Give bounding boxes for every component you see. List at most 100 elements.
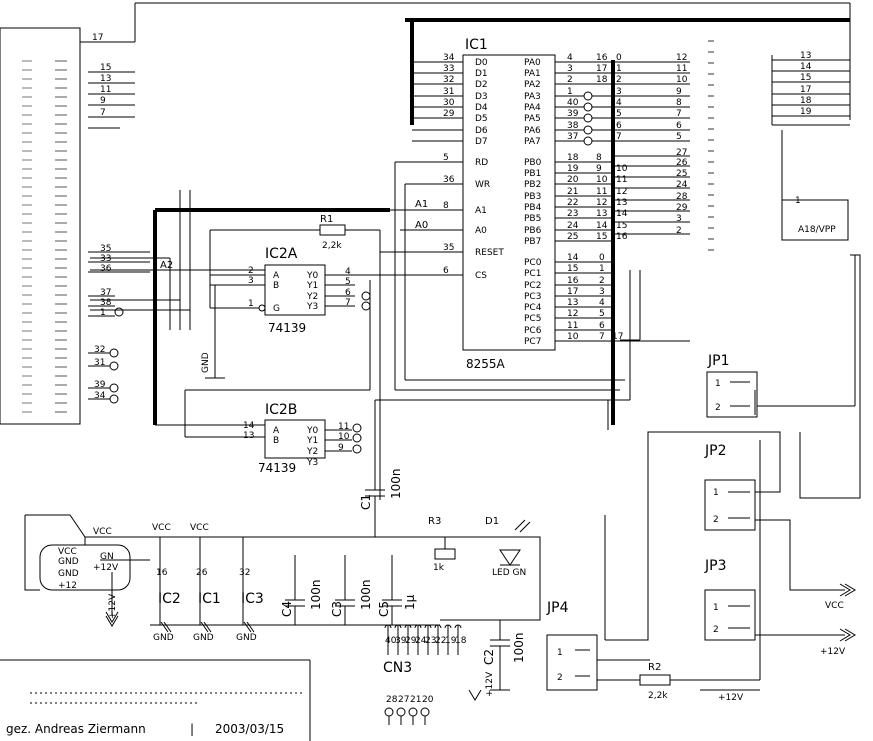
ic1-pin-num-pb4: 22 [567, 198, 578, 208]
d1-value: LED GN [492, 568, 526, 578]
conn-pin-17: 17 [92, 33, 103, 43]
bus-c-in-2: 2 [599, 276, 605, 286]
conn-pin-1: 1 [100, 308, 106, 318]
ic1-pin-num-pa3: 1 [567, 87, 573, 97]
ic2a-out-num-5: 5 [345, 277, 351, 287]
c2-value: 100n [512, 632, 526, 663]
bus-a-out-1: 1 [616, 64, 622, 74]
r1-value: 2,2k [322, 241, 342, 251]
ic1-pin-num-d0: 34 [443, 53, 455, 63]
ic1-pin-num-pb0: 18 [567, 153, 579, 163]
ic1-pin-num-pa1: 3 [567, 64, 573, 74]
vcc-label-1: VCC [93, 527, 112, 537]
c4-value: 100n [309, 579, 323, 610]
jp2-pin1: 1 [713, 488, 719, 498]
jp1-name: JP1 [707, 353, 729, 369]
ic2b-type: 74139 [258, 461, 296, 475]
ic1-pin-num-pb6: 24 [567, 221, 579, 231]
ic1-pin-num-d3: 31 [443, 87, 454, 97]
ic1-pin-num-d5: 29 [443, 109, 455, 119]
bus-b-out-4: 14 [616, 209, 628, 219]
ic1-pin-num-pb7: 25 [567, 232, 578, 242]
bus-a-out-5: 5 [616, 109, 622, 119]
ic1-pin-label-pc4: PC4 [524, 303, 542, 313]
ic1-pin-label-d2: D2 [475, 80, 488, 90]
conn-pin-33: 33 [100, 254, 111, 264]
ic1-pin-label-pc6: PC6 [524, 326, 542, 336]
jp2-name: JP2 [704, 443, 726, 459]
ic1-pin-label-d4: D4 [475, 103, 488, 113]
p12v-label-1: +12V [108, 593, 118, 619]
ic1-pin-label-cs: CS [475, 271, 487, 281]
ic2a-in-num-2: 2 [248, 266, 254, 276]
c5-name: C5 [377, 601, 391, 617]
ic1-pin-label-pa2: PA2 [524, 80, 541, 90]
ic1-pin-num-pb2: 20 [567, 175, 579, 185]
ic-power-gnd-ic1: GND [193, 633, 214, 643]
ic1-pin-label-pa5: PA5 [524, 114, 541, 124]
ic1-pin-num-pa2: 2 [567, 75, 573, 85]
ic2a-in-label-b: B [273, 281, 279, 291]
ic1-pin-num-pa5: 39 [567, 109, 579, 119]
bus-b-in-3: 11 [596, 187, 607, 197]
top-wiring [134, 2, 851, 425]
sig-a2: A2 [160, 260, 173, 271]
bus-a-right-4: 8 [676, 98, 682, 108]
ic1-type: 8255A [466, 357, 506, 371]
ic1-pin-label-wr: WR [475, 180, 490, 190]
c1-name: C1 [359, 494, 373, 510]
bus-b-out-3: 13 [616, 198, 627, 208]
ic1-pin-num-pc4: 13 [567, 298, 578, 308]
ic1-pin-num-pa4: 40 [567, 98, 579, 108]
conn-pin-11: 11 [100, 85, 111, 95]
date: 2003/03/15 [215, 722, 285, 736]
ic1-pin-num-d4: 30 [443, 98, 455, 108]
c1: C1 100n [359, 400, 403, 537]
cn3-top-pin-22: 22 [435, 636, 446, 646]
ic1-pin-num-reset: 35 [443, 243, 454, 253]
ic1-pin-label-pb0: PB0 [524, 158, 542, 168]
ic1-pin-num-pc1: 15 [567, 264, 578, 274]
power-input-right-0: GN [100, 552, 114, 562]
c4-name: C4 [280, 601, 294, 617]
ic2a-in-label-a: A [273, 271, 280, 281]
conn-pin-37: 37 [100, 288, 111, 298]
cn3-top-pin-18: 18 [455, 636, 467, 646]
bus-b-in-1: 9 [596, 164, 602, 174]
bus-b-in-2: 10 [596, 175, 608, 185]
cn3-top-pin-29: 29 [405, 636, 417, 646]
bus-b-right-1: 26 [676, 158, 688, 168]
ic2b-out-label-y2: Y2 [306, 447, 318, 457]
ic2a-name: IC2A [265, 246, 298, 262]
ic1-pin-num-pc3: 17 [567, 287, 578, 297]
ic2a-out-label-y3: Y3 [306, 302, 318, 312]
p12v-label-2: +12V [485, 671, 495, 697]
ic2a-in-num-1: 1 [248, 299, 254, 309]
footer: gez. Andreas Ziermann | 2003/03/15 [0, 714, 310, 741]
ic1-pin-label-pb1: PB1 [524, 169, 541, 179]
jp4-pin2: 2 [557, 673, 563, 683]
bus-b-right-5: 29 [676, 203, 688, 213]
ic-power-name-ic2: IC2 [158, 591, 181, 607]
cn3-bot-pin-20: 20 [422, 695, 434, 705]
bus-b-right-3: 24 [676, 180, 688, 190]
ic-power-name-ic3: IC3 [241, 591, 264, 607]
ic1-pin-label-pb2: PB2 [524, 180, 541, 190]
bus-a-right-7: 5 [676, 132, 682, 142]
bus-b-right-2: 25 [676, 169, 687, 179]
bus-a-right-5: 7 [676, 109, 682, 119]
ic2b-out-num-11: 11 [338, 422, 349, 432]
ic1-pin-label-pc0: PC0 [524, 258, 542, 268]
ic1-pin-label-pa6: PA6 [524, 126, 541, 136]
jp2-pin2: 2 [713, 515, 719, 525]
ic1-pin-num-d2: 32 [443, 75, 454, 85]
r3-value: 1k [433, 563, 445, 573]
conn-pin-31: 31 [94, 358, 105, 368]
ic1-8255a: IC1 8255A D034D133D232D331D430D529D6D7RD… [412, 37, 690, 371]
ic1-pin-num-pb5: 23 [567, 209, 578, 219]
ic1-pin-num-pb1: 19 [567, 164, 579, 174]
